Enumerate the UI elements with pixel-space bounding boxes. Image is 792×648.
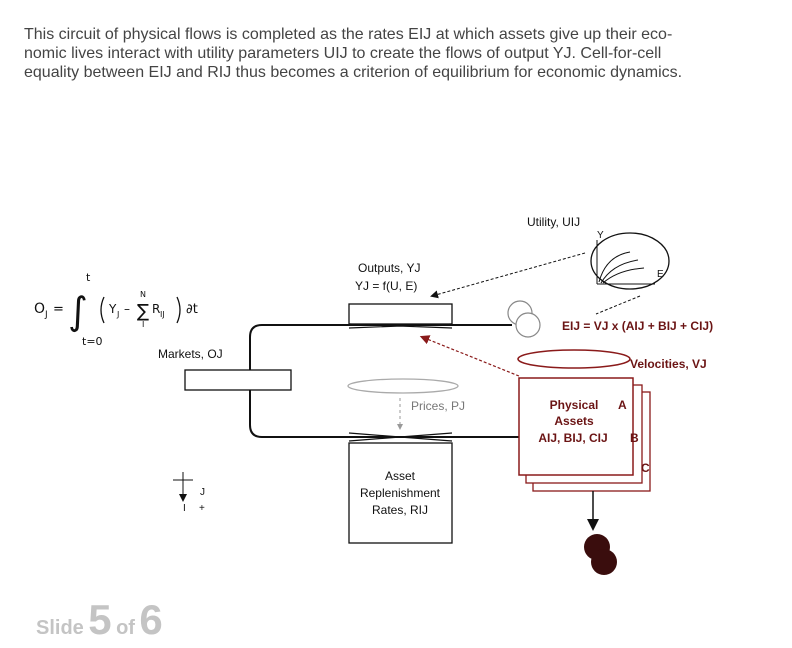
intro-line-3: equality between EIJ and RIJ thus become… [24, 64, 683, 81]
layer-b-label: B [630, 431, 639, 445]
total-slides-number: 6 [139, 596, 163, 643]
asset-line-3: Rates, RIJ [372, 503, 428, 517]
utility-y-label: Y [597, 230, 604, 241]
eq-r-sub: IJ [160, 310, 165, 319]
right-paren [176, 296, 181, 324]
markets-label: Markets, OJ [158, 347, 223, 361]
asset-line-1: Asset [385, 469, 416, 483]
utility-to-output-arrow [430, 252, 586, 299]
velocities-label: Velocities, VJ [630, 357, 707, 371]
slide-word: Slide [36, 617, 84, 639]
depreciation-sink [584, 534, 617, 575]
of-word: of [116, 617, 135, 639]
asset-line-2: Replenishment [360, 486, 441, 500]
eq-equals: = [53, 302, 64, 317]
sum-sign: ∑ [137, 301, 149, 322]
physical-line-3: AIJ, BIJ, CIJ [538, 431, 607, 445]
left-paren [100, 296, 105, 324]
axis-plus-label: + [199, 503, 205, 514]
eq-r: R [152, 302, 160, 316]
eq-lhs: O [34, 301, 45, 317]
e-formula-to-graph-arrow [595, 295, 641, 315]
utility-e-label: E [657, 269, 664, 280]
prices-label: Prices, PJ [411, 399, 465, 413]
intro-line-1: This circuit of physical flows is comple… [24, 26, 673, 43]
eq-dt: ∂t [186, 302, 198, 317]
assets-to-valve-arrow [419, 335, 520, 377]
ij-axis-indicator [173, 472, 193, 502]
eq-sum-upper: N [140, 290, 146, 299]
axis-i-label: I [183, 503, 186, 514]
markets-box [184, 369, 292, 391]
slide-counter: Slide 5 of 6 [36, 596, 163, 644]
intro-paragraph: This circuit of physical flows is comple… [24, 25, 774, 82]
eq-y: Y [108, 302, 117, 316]
integral-equation: O J = ∫ t t=0 Y J – ∑ N I R IJ ∂t [34, 271, 198, 348]
utility-graph [590, 232, 670, 290]
outputs-function: YJ = f(U, E) [355, 279, 417, 293]
physical-line-1: Physical [550, 398, 599, 412]
eq-sum-lower: I [142, 320, 144, 329]
outputs-valve [348, 303, 453, 329]
eq-upper-limit: t [86, 271, 91, 284]
layer-c-label: C [641, 461, 650, 475]
upper-flow-line [249, 324, 455, 370]
utility-label: Utility, UIJ [527, 215, 580, 229]
flow-loop [249, 324, 520, 438]
eq-lower-limit: t=0 [82, 335, 103, 348]
layer-a-box [518, 377, 634, 476]
e-formula: EIJ = VJ x (AIJ + BIJ + CIJ) [562, 319, 713, 333]
integral-sign: ∫ [68, 289, 88, 333]
physical-line-2: Assets [554, 414, 594, 428]
layer-a-label: A [618, 398, 627, 412]
valve-circles [507, 300, 541, 338]
asset-replenishment-box [348, 432, 453, 544]
lower-flow-line [249, 390, 455, 438]
eq-y-sub: J [116, 310, 119, 319]
intro-line-2: nomic lives interact with utility parame… [24, 45, 662, 62]
axis-j-label: J [200, 487, 205, 498]
outputs-label: Outputs, YJ [358, 261, 420, 275]
prices-ellipse [347, 378, 459, 394]
velocities-ellipse [517, 349, 631, 369]
current-slide-number: 5 [88, 596, 112, 643]
eq-minus: – [124, 302, 130, 316]
eq-lhs-sub: J [44, 310, 48, 320]
physical-assets-stack [518, 377, 651, 492]
